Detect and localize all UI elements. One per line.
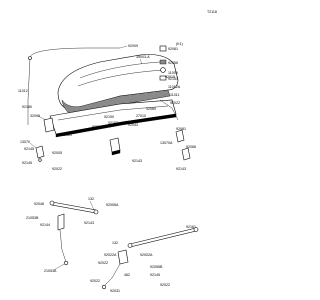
label-92022-b: 92022 — [52, 167, 62, 171]
cable-rod-lower — [27, 57, 31, 125]
label-92046: 92046 — [34, 202, 44, 206]
label-92161-b: 92161 — [186, 225, 196, 229]
label-92153-a: 92153 — [108, 121, 118, 125]
reference-code: T2118 — [207, 10, 217, 14]
label-92143-c: 92143 — [84, 221, 94, 225]
label-92056: 92056 — [168, 61, 178, 65]
left-rod-end-b — [93, 209, 99, 215]
label-92043: 92043 — [128, 123, 138, 127]
label-92022-c: 92022 — [98, 261, 108, 265]
kit-part-4 — [159, 75, 167, 81]
right-pivot — [117, 249, 129, 265]
label-13070a: 13070A — [160, 141, 173, 145]
label-92002a: 92002A — [140, 253, 153, 257]
hinge-left-bolt — [38, 158, 42, 162]
label-92055a: 92055A — [106, 203, 119, 207]
hinge-left — [35, 145, 45, 159]
left-link — [59, 229, 67, 263]
leader-13070 — [29, 142, 37, 149]
label-132-b: 132 — [112, 241, 118, 245]
tray-inner — [57, 105, 169, 121]
label-92022-right: 92022 — [170, 101, 180, 105]
label-92031: 92031 — [110, 289, 120, 293]
leader-39003a — [139, 58, 143, 65]
left-rod-end-a — [49, 200, 55, 206]
label-92161: 92161 — [62, 133, 72, 137]
label-92015: 92015 — [165, 75, 175, 79]
label-92143-b: 92143 — [132, 159, 142, 163]
leader-32099 — [37, 115, 47, 121]
right-link-end — [101, 284, 107, 290]
label-92153-kit: 92153 — [168, 77, 178, 81]
cover-shell-ridge-2 — [77, 69, 166, 87]
label-92055b: 92055B — [150, 265, 163, 269]
label-92150: 92150 — [104, 115, 114, 119]
right-tube — [159, 99, 179, 121]
label-92069: 92069 — [146, 107, 156, 111]
center-latch — [109, 137, 121, 153]
kit-part-2 — [159, 59, 167, 65]
label-92081-mid: 92081 — [176, 127, 186, 131]
cover-shell-ridge — [79, 61, 161, 79]
right-rod-end-b — [193, 227, 199, 232]
label-132: 132 — [88, 197, 94, 201]
label-11011: 11011 — [170, 93, 179, 97]
parts-diagram: T2118 (K1) 92009 92081 92056 11009 92153… — [18, 10, 217, 293]
kit-part-3 — [160, 67, 166, 73]
label-92009-top: 92009 — [128, 44, 138, 48]
label-92145-b: 92145 — [22, 161, 32, 165]
label-92022-e: 92022 — [160, 283, 170, 287]
label-92143: 92143 — [176, 167, 186, 171]
leader-92009-top — [119, 45, 128, 49]
tray-hinge-strip — [55, 113, 177, 138]
label-27010: 27010 — [136, 114, 146, 118]
label-92145: 92145 — [24, 147, 34, 151]
label-92144: 92144 — [40, 223, 50, 227]
label-11009: 11009 — [168, 71, 178, 75]
kit-part-1 — [159, 45, 167, 52]
label-11012: 11012 — [18, 89, 28, 93]
label-39003a: 39003-A — [136, 55, 150, 59]
leader-132 — [89, 200, 95, 211]
label-21053b: 21053B — [26, 216, 39, 220]
left-bracket — [43, 117, 55, 133]
label-92066: 92066 — [186, 145, 196, 149]
label-92005: 92005 — [92, 125, 102, 129]
right-rod — [129, 227, 197, 248]
kit-label: (K1) — [176, 42, 183, 46]
label-462: 462 — [124, 273, 130, 277]
left-pivot — [57, 213, 65, 231]
label-11012a: 11012A — [168, 85, 181, 89]
label-92081: 92081 — [168, 47, 178, 51]
label-32099: 32099 — [30, 114, 40, 118]
left-rod — [51, 201, 97, 214]
label-92022a: 92022A — [104, 253, 117, 257]
label-92145-c: 92145 — [150, 273, 160, 277]
label-13070: 13070 — [20, 140, 30, 144]
center-latch-tab — [111, 149, 121, 156]
hinge-right-lower — [181, 147, 191, 161]
label-92022-d: 92022 — [90, 279, 100, 283]
right-link — [103, 263, 121, 287]
label-92180: 92180 — [22, 105, 32, 109]
label-92005-b: 92005 — [52, 151, 62, 155]
hinge-right — [175, 129, 185, 143]
left-link-end — [63, 260, 69, 266]
cable-end-top — [28, 56, 32, 60]
leader-21053a — [53, 263, 65, 271]
right-rod-end-a — [127, 243, 133, 248]
cable-rod — [29, 47, 120, 59]
label-21053a: 21053A — [44, 269, 57, 273]
